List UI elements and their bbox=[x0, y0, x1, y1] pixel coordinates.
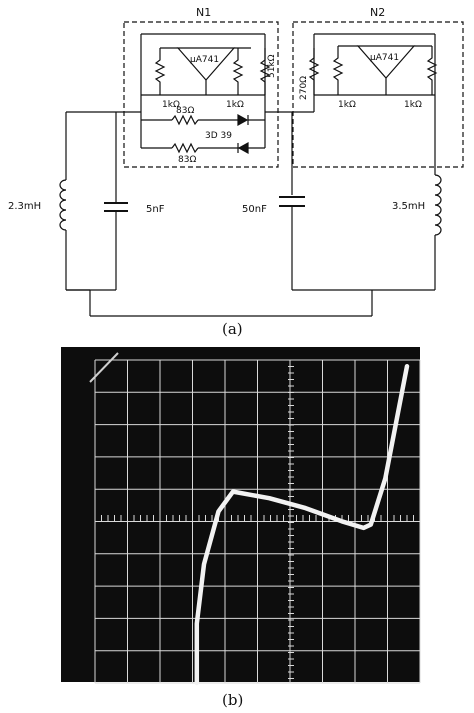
n1-diode-label: 3D 39 bbox=[205, 131, 232, 141]
n1-diode-bottom bbox=[237, 141, 249, 155]
n2-resistor-mid bbox=[332, 46, 344, 95]
n1-resistor-mid bbox=[232, 48, 244, 95]
n1-res-83-bottom-label: 83Ω bbox=[178, 155, 196, 165]
n2-opamp-label: μA741 bbox=[370, 53, 399, 63]
right-inductor-label: 3.5mH bbox=[392, 201, 425, 212]
left-capacitor-label: 5nF bbox=[146, 204, 165, 215]
n2-res-mid-label: 1kΩ bbox=[338, 100, 356, 110]
left-inductor-symbol bbox=[59, 179, 67, 231]
n2-opamp-symbol bbox=[356, 45, 416, 79]
n1-resistor-83-bottom bbox=[171, 142, 199, 154]
oscilloscope-trace-panel bbox=[61, 347, 421, 686]
caption-a: (a) bbox=[222, 320, 243, 338]
n1-resistor-left bbox=[154, 48, 166, 95]
n2-res-left-label: 270Ω bbox=[299, 76, 309, 100]
n1-res-mid-label: 1kΩ bbox=[226, 100, 244, 110]
oscilloscope-grid bbox=[94, 359, 421, 684]
left-inductor-label: 2.3mH bbox=[8, 201, 41, 212]
n2-res-right-label: 1kΩ bbox=[404, 100, 422, 110]
circuit-diagram bbox=[59, 21, 464, 317]
n2-resistor-left bbox=[308, 48, 320, 95]
screen-glare-line bbox=[89, 352, 119, 383]
n1-resistor-83-top bbox=[171, 114, 199, 126]
n2-label: N2 bbox=[370, 6, 385, 19]
n2-resistor-right bbox=[426, 46, 438, 95]
n2-box bbox=[292, 21, 464, 168]
n1-res-right-label: 51kΩ bbox=[267, 54, 277, 78]
n1-res-83-top-label: 83Ω bbox=[176, 106, 194, 116]
oscilloscope-trace bbox=[194, 363, 410, 686]
n1-res-left-label: 1kΩ bbox=[162, 100, 180, 110]
n1-diode-top bbox=[237, 113, 249, 127]
n1-box bbox=[123, 21, 279, 168]
n1-opamp-label: μA741 bbox=[190, 55, 219, 65]
n1-label: N1 bbox=[196, 6, 211, 19]
right-capacitor-label: 50nF bbox=[242, 204, 267, 215]
oscilloscope-screen bbox=[61, 347, 420, 682]
caption-b: (b) bbox=[222, 691, 243, 709]
right-inductor-symbol bbox=[434, 174, 442, 236]
n1-resistor-right bbox=[259, 48, 271, 95]
n1-opamp-symbol bbox=[176, 47, 236, 81]
